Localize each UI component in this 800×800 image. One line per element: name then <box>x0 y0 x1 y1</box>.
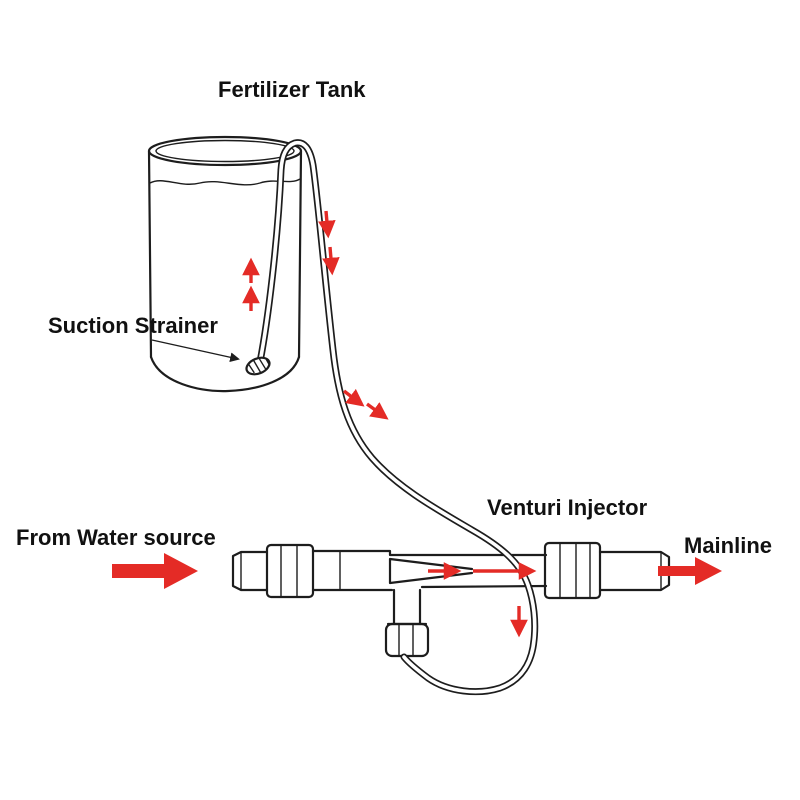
suction-tube-bore <box>258 140 537 694</box>
tube-down-arrow-1 <box>318 210 336 239</box>
tank-left-wall <box>147 149 153 359</box>
suction-port-nut-facets <box>398 624 414 656</box>
nut-left-facets <box>280 545 298 597</box>
label-suction-strainer: Suction Strainer <box>48 313 218 338</box>
left-pipe <box>231 550 269 592</box>
label-venturi-injector: Venturi Injector <box>487 495 648 520</box>
strainer-pointer-arrow <box>151 339 240 363</box>
mainline-arrow <box>658 557 722 585</box>
body-top-edge <box>311 549 548 557</box>
nut-left <box>265 543 315 599</box>
fertilizer-tank <box>147 135 303 393</box>
diagram-labels: Fertilizer Tank Suction Strainer From Wa… <box>16 77 772 558</box>
label-from-water-source: From Water source <box>16 525 216 550</box>
label-fertilizer-tank: Fertilizer Tank <box>218 77 366 102</box>
tube-down-arrow-2 <box>322 246 340 276</box>
venturi-injector-assembly <box>231 541 671 658</box>
tank-rim-inner <box>155 139 295 163</box>
strainer-mesh <box>248 358 271 374</box>
tank-rim-outer <box>147 135 303 167</box>
strainer-body <box>245 356 271 376</box>
tube-diagonal-arrow-2 <box>366 402 389 420</box>
nut-right <box>543 541 602 600</box>
flow-arrows <box>112 210 722 638</box>
nut-right-facets <box>559 543 591 598</box>
water-source-arrow <box>112 553 198 589</box>
suction-port-nut <box>384 622 430 658</box>
suction-strainer <box>245 356 271 376</box>
suction-tube <box>256 139 539 696</box>
tank-bottom <box>149 355 301 393</box>
label-mainline: Mainline <box>684 533 772 558</box>
tank-right-wall <box>297 149 303 359</box>
suction-port-stem <box>392 588 422 626</box>
tube-diagonal-arrow-1 <box>342 388 365 407</box>
